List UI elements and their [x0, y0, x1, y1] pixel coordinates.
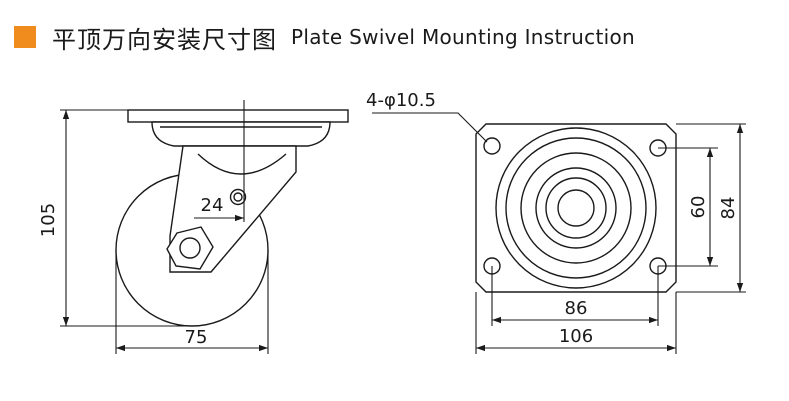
side-bearing-race — [151, 121, 331, 147]
hole-spec-label: 4-φ10.5 — [366, 90, 436, 111]
title-english: Plate Swivel Mounting Instruction — [291, 25, 635, 49]
dim-plate-width-label: 106 — [559, 326, 593, 347]
hole-spec-leader — [372, 112, 488, 143]
dim-side-width-lines — [115, 250, 269, 354]
top-bearing-ring-mid — [520, 152, 632, 264]
dim-hole-spacing-x-lines — [491, 266, 659, 326]
top-plate-outline — [475, 123, 677, 293]
dim-plate-height-lines — [676, 123, 746, 293]
top-center-hub — [557, 189, 595, 227]
top-view — [475, 123, 677, 293]
dim-plate-height-label: 84 — [718, 197, 739, 220]
side-view — [115, 109, 349, 327]
dim-hole-spacing-x-label: 86 — [565, 298, 588, 319]
title-chinese: 平顶万向安装尺寸图 — [52, 25, 277, 54]
dim-side-width-label: 75 — [185, 327, 208, 348]
side-kingpin-circle — [229, 188, 247, 206]
title-accent-square — [14, 26, 36, 48]
dim-side-height-lines — [60, 109, 192, 327]
side-axle-hex — [166, 226, 214, 270]
side-top-plate — [127, 109, 349, 123]
dim-hole-spacing-y-label: 60 — [688, 196, 709, 219]
dim-hole-spacing-y-lines — [658, 147, 718, 267]
title-bar: 平顶万向安装尺寸图 Plate Swivel Mounting Instruct… — [14, 20, 635, 54]
dim-plate-width-lines — [475, 292, 677, 354]
dim-offset-label: 24 — [201, 195, 224, 216]
mounting-hole-top-left — [483, 137, 501, 155]
top-bearing-ring-outer — [495, 127, 657, 289]
dim-side-height-label: 105 — [38, 203, 59, 237]
